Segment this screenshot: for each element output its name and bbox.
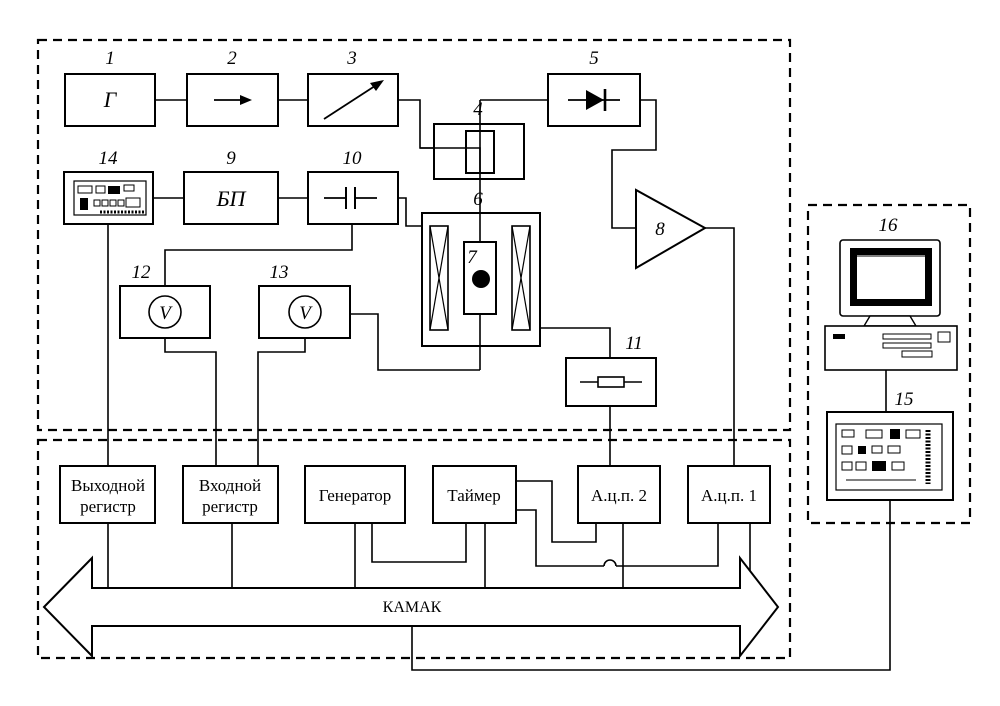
voltmeter-dial-13 xyxy=(288,295,322,329)
adc1-module xyxy=(687,465,771,524)
measurement-unit-frame xyxy=(36,38,792,432)
label-10: 10 xyxy=(343,148,363,169)
diode-icon xyxy=(568,89,620,111)
wiring xyxy=(107,99,891,671)
capacitor-icon xyxy=(324,187,377,209)
input-register-module xyxy=(182,465,279,524)
output-register-module xyxy=(59,465,156,524)
label-8: 8 xyxy=(655,219,665,240)
label-16: 16 xyxy=(879,215,899,236)
label-9: 9 xyxy=(226,148,236,169)
generator-module-label: Генератор xyxy=(319,486,392,505)
output-register-line1: Выходной xyxy=(71,476,145,495)
coil-left-icon xyxy=(429,225,449,331)
input-register-line1: Входной xyxy=(199,476,261,495)
sample-icon xyxy=(472,270,490,288)
adc2-module xyxy=(577,465,661,524)
coil-right-icon xyxy=(511,225,531,331)
block-9-power-supply xyxy=(183,171,279,225)
label-3: 3 xyxy=(346,48,357,69)
label-12: 12 xyxy=(132,262,152,283)
resistor-icon xyxy=(580,376,642,388)
circuit-board-icon xyxy=(73,180,147,216)
block-12-voltmeter xyxy=(119,285,211,339)
generator-module xyxy=(304,465,406,524)
computer-frame xyxy=(806,203,972,525)
voltmeter-symbol-12: V xyxy=(159,303,173,324)
label-5: 5 xyxy=(589,48,599,69)
label-1: 1 xyxy=(105,48,115,69)
timer-module xyxy=(432,465,517,524)
circuit-board-icon xyxy=(835,423,943,491)
label-6: 6 xyxy=(473,189,483,210)
voltmeter-dial-12 xyxy=(148,295,182,329)
label-2: 2 xyxy=(227,48,237,69)
label-7: 7 xyxy=(467,247,478,268)
diagonal-arrow-icon xyxy=(323,80,384,120)
arrow-right-icon xyxy=(214,95,252,105)
label-15: 15 xyxy=(895,389,914,410)
voltmeter-symbol-13: V xyxy=(299,303,313,324)
output-register-line2: регистр xyxy=(80,497,136,516)
generator-symbol: Г xyxy=(103,87,118,112)
camac-bus-arrow xyxy=(42,555,780,659)
label-14: 14 xyxy=(99,148,119,169)
camac-crate-frame xyxy=(36,438,792,660)
label-13: 13 xyxy=(270,262,289,283)
input-register-line2: регистр xyxy=(202,497,258,516)
timer-module-label: Таймер xyxy=(447,486,500,505)
computer-icon xyxy=(824,239,958,371)
block-8-amplifier xyxy=(635,188,708,270)
label-4: 4 xyxy=(473,99,483,120)
power-supply-label: БП xyxy=(216,186,247,211)
block-1-generator xyxy=(64,73,156,127)
adc2-module-label: А.ц.п. 2 xyxy=(591,486,647,505)
adc1-module-label: А.ц.п. 1 xyxy=(701,486,757,505)
block-10-capacitor xyxy=(307,171,399,225)
label-11: 11 xyxy=(625,333,643,354)
camac-bus-label: КАМАК xyxy=(383,599,442,616)
